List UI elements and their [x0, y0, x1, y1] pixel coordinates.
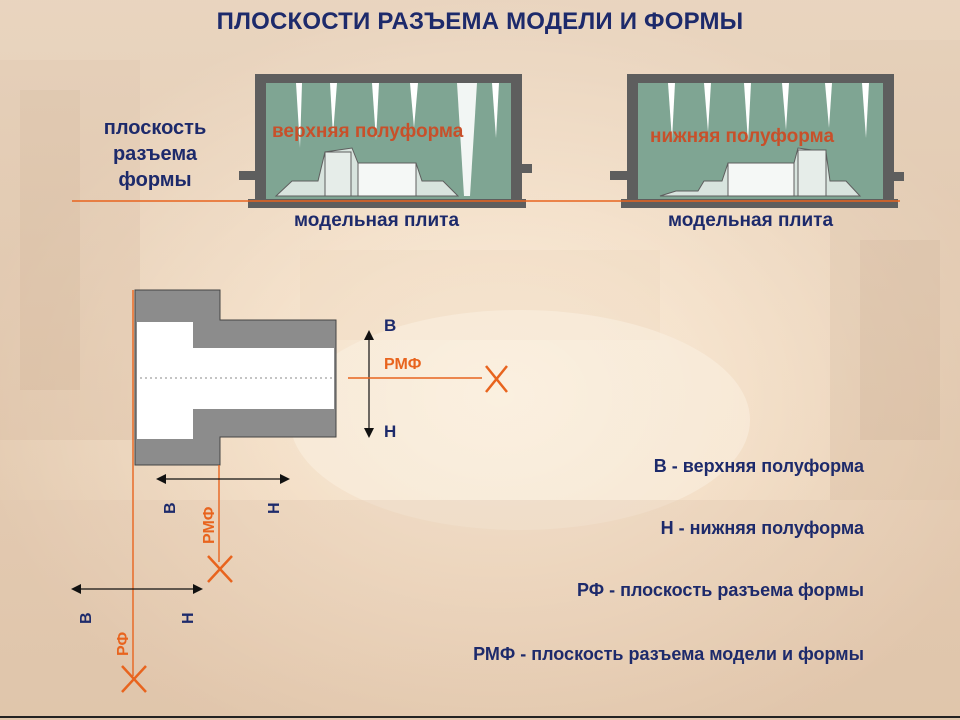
- model-plate-label-right: модельная плита: [668, 210, 834, 231]
- top-arrow-v-label: В: [384, 316, 397, 335]
- legend-item-v: В - верхняя полуформа: [653, 456, 864, 476]
- rmf-horizontal-label: РМФ: [384, 356, 422, 373]
- parting-plane-label: плоскость разъема формы: [70, 115, 240, 193]
- page-title: ПЛОСКОСТИ РАЗЪЕМА МОДЕЛИ И ФОРМЫ: [216, 8, 744, 35]
- legend-item-n: Н - нижняя полуформа: [660, 518, 864, 538]
- legend-item-rmf: РМФ - плоскость разъема модели и формы: [473, 644, 864, 664]
- parting-plane-label-line2: разъема: [112, 143, 198, 165]
- stepped-part-section: [134, 289, 337, 466]
- rot-arrow2-v-label: В: [78, 612, 95, 624]
- top-arrow-n-label: Н: [384, 422, 397, 441]
- parting-plane-label-line3: формы: [118, 169, 192, 191]
- lower-flask: [610, 74, 904, 208]
- upper-flask: [239, 74, 532, 208]
- model-plate-label-left: модельная плита: [294, 210, 460, 231]
- rot-arrow1-v-label: В: [162, 502, 179, 514]
- rot-arrow2-n-label: Н: [180, 612, 197, 624]
- parting-plane-label-line1: плоскость: [103, 117, 207, 139]
- rmf-vertical-label: РМФ: [201, 506, 218, 544]
- rf-vertical-label: РФ: [115, 631, 132, 656]
- upper-half-mold-label: верхняя полуформа: [272, 121, 464, 142]
- rot-arrow1-n-label: Н: [266, 502, 283, 514]
- lower-half-mold-label: нижняя полуформа: [650, 126, 835, 147]
- legend-item-rf: РФ - плоскость разъема формы: [576, 580, 864, 600]
